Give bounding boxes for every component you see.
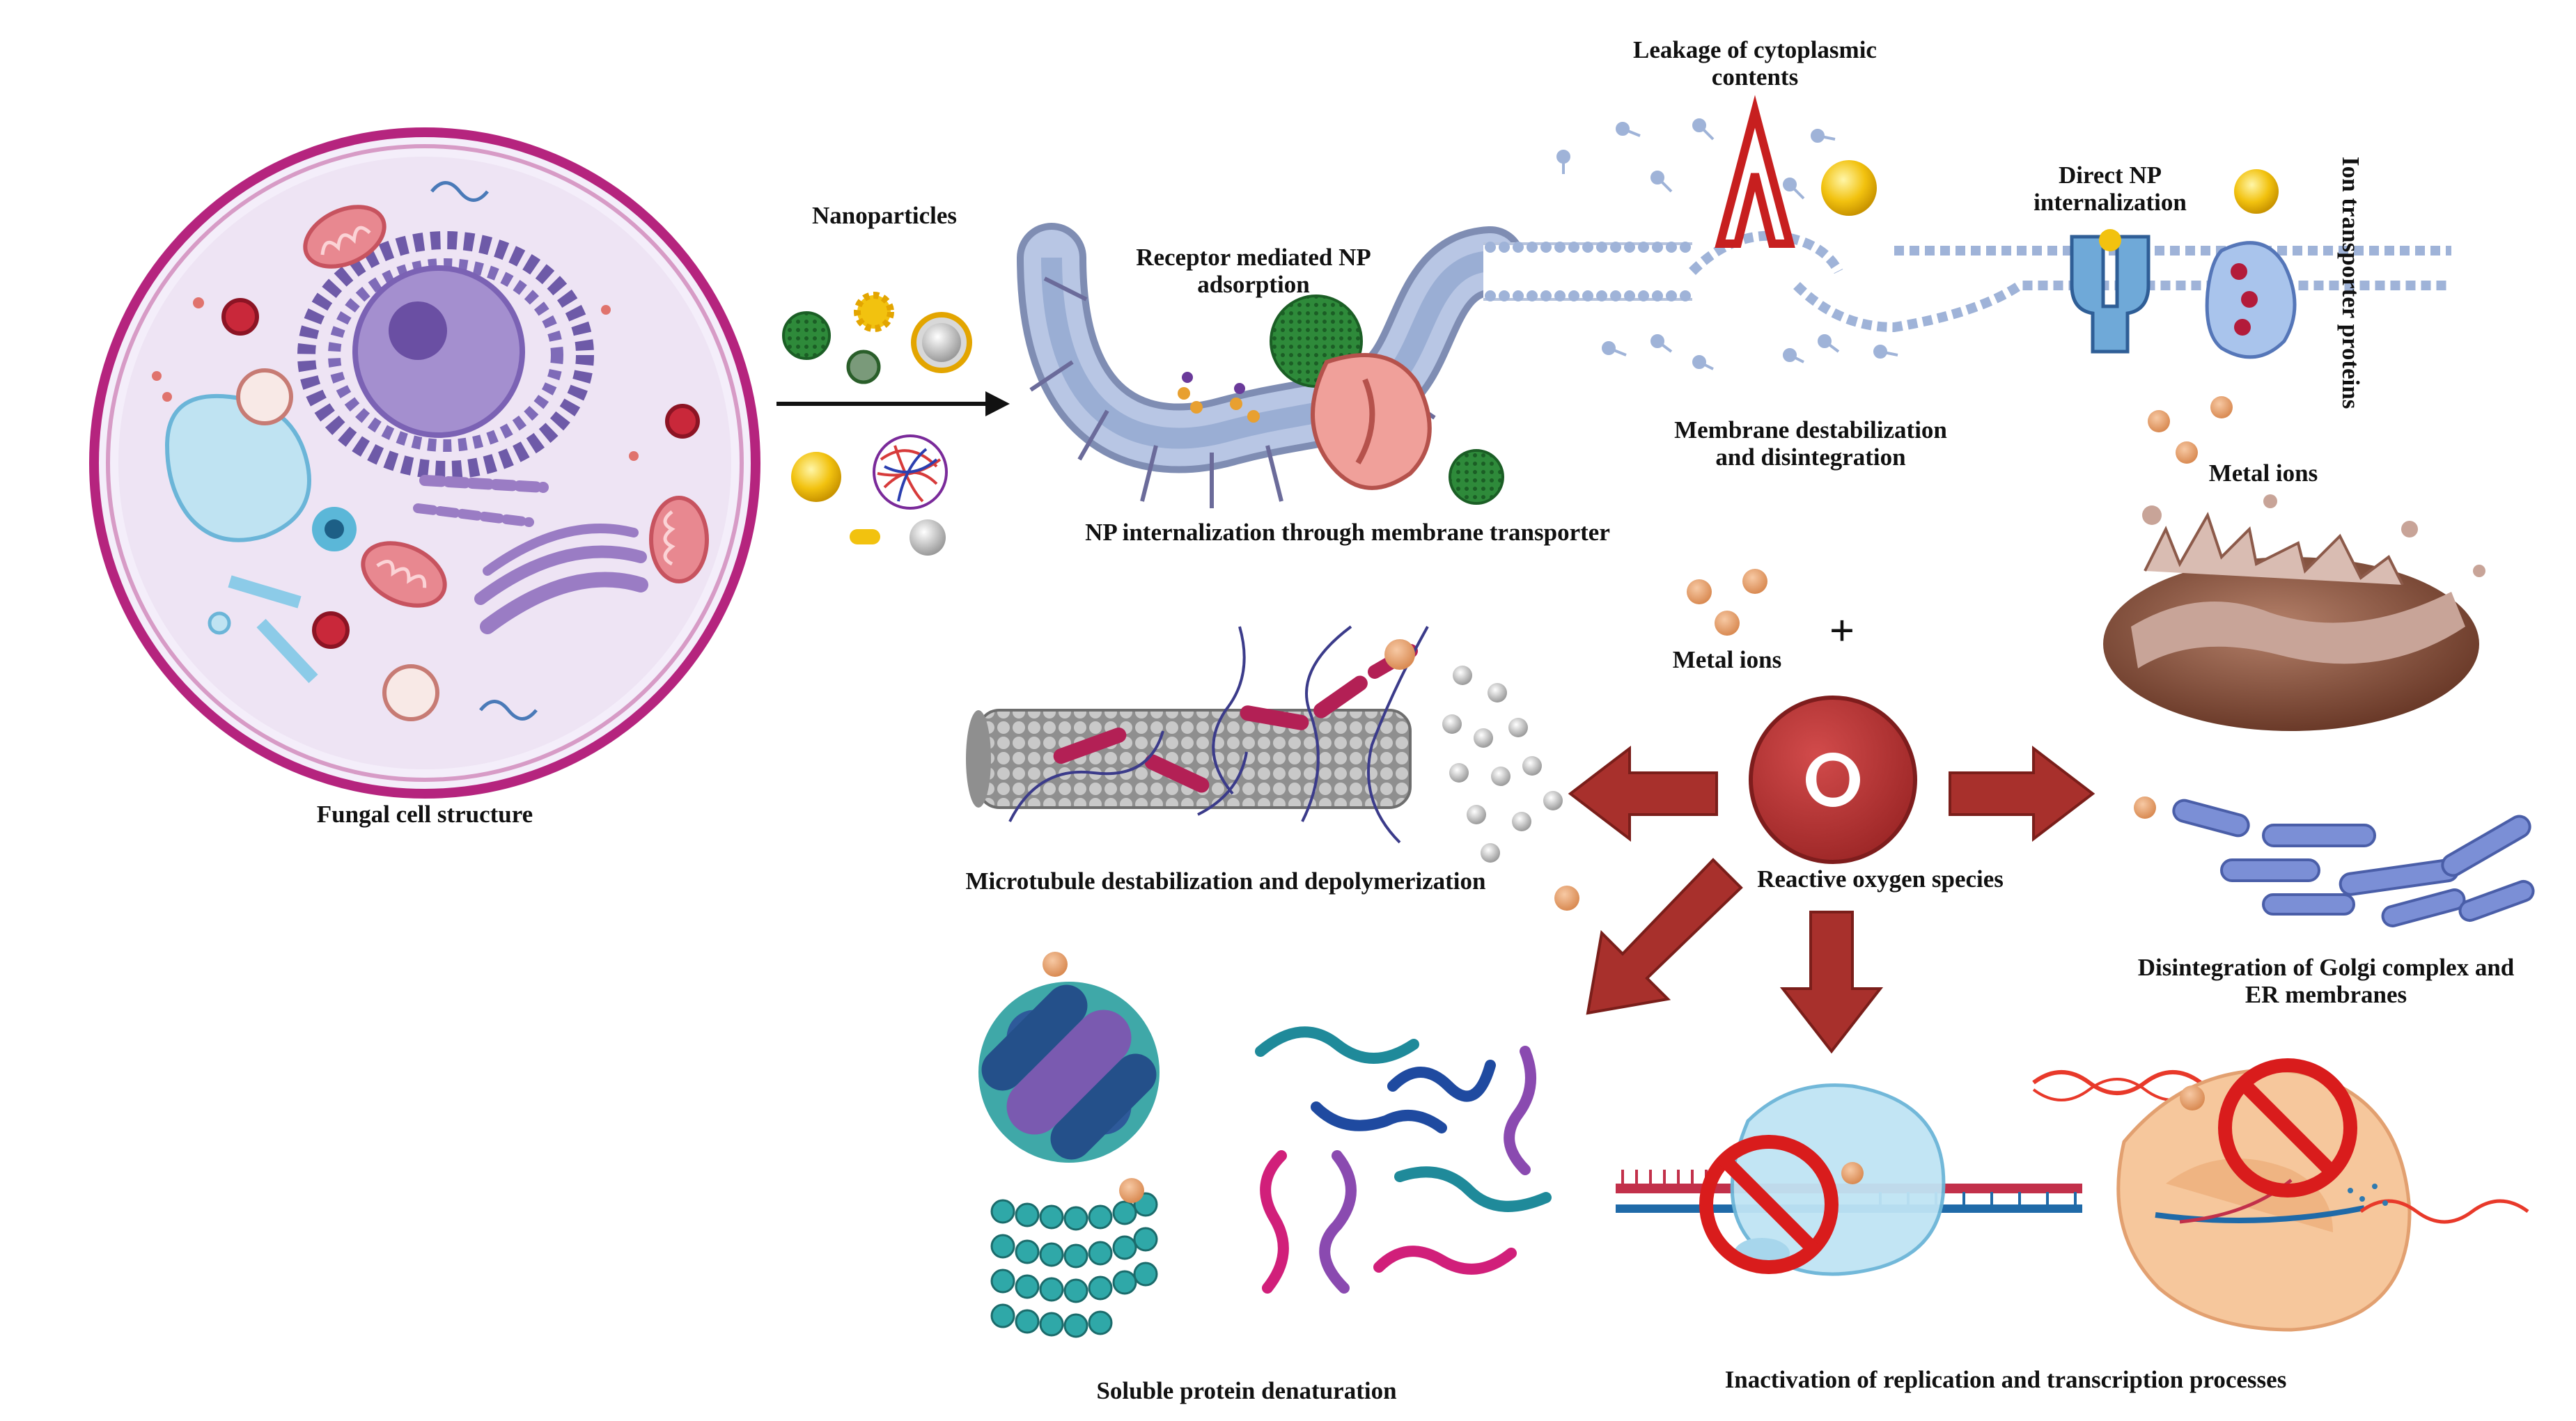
polymerase-icon (1730, 1083, 1946, 1276)
nanoparticle-icon (782, 292, 972, 556)
golgi-label-line1: Disintegration of Golgi complex and (2137, 954, 2515, 981)
cell-golgi-icon (413, 475, 648, 634)
prohibit-icon (1699, 1135, 1839, 1274)
prohibit-icon-2 (2218, 1058, 2357, 1198)
membrane-destabilization-label: Membrane destabilization and disintegrat… (1616, 416, 2006, 471)
arrow-left-icon (1568, 745, 1718, 842)
leakage-label-line1: Leakage of cytoplasmic (1633, 36, 1877, 63)
helix-protein-icon (990, 1192, 1158, 1338)
ros-symbol: O (1806, 742, 1859, 817)
centrosome-icon (312, 507, 357, 551)
microtubule-label: Microtubule destabilization and depolyme… (965, 867, 1486, 895)
nanoparticles-label: Nanoparticles (811, 202, 958, 229)
ribosome-icon (2032, 1058, 2529, 1332)
receptor-label-line1: Receptor mediated NP (1136, 244, 1371, 271)
ion-channel-icon (2070, 229, 2150, 354)
direct-np-label-line2: internalization (2034, 189, 2187, 217)
disrupted-membrane-icon (1483, 95, 2451, 464)
membrane-label-line2: and disintegration (1715, 443, 1906, 471)
arrow-right-icon (1949, 745, 2095, 842)
ros-arrows (1568, 745, 2095, 1054)
replication-label: Inactivation of replication and transcri… (1724, 1366, 2287, 1393)
vacuole-icon (164, 393, 311, 542)
mitochondria-damaged-icon (2103, 494, 2485, 731)
microtubule-icon (966, 625, 1563, 863)
ros-label: Reactive oxygen species (1757, 865, 2004, 893)
ion-transporter-icon (2205, 241, 2297, 359)
membrane-label-line1: Membrane destabilization (1674, 416, 1947, 443)
leakage-arrow-icon (1715, 95, 1795, 248)
leakage-label: Leakage of cytoplasmic contents (1560, 36, 1950, 91)
lipid-heads (1485, 242, 1691, 301)
direct-np-label-line1: Direct NP (2058, 162, 2162, 189)
arrow-down-icon (1779, 911, 1884, 1054)
golgi-icon (2134, 796, 2535, 927)
golgi-label-line2: ER membranes (2245, 981, 2407, 1009)
metal-ions-label-mid: Metal ions (1672, 646, 1782, 673)
cell-to-membrane-arrow (776, 391, 1010, 416)
arrow-diagonal-icon (1586, 858, 1743, 1015)
mitochondria-icon (303, 205, 709, 608)
ion-transporter-label: Ion transporter proteins (2337, 157, 2364, 409)
dna-icon (1616, 1083, 2082, 1276)
protein-denaturation-label: Soluble protein denaturation (1096, 1377, 1397, 1404)
direct-np-label: Direct NP internalization (1999, 162, 2222, 216)
nucleus-icon (297, 231, 594, 479)
plus-sign: + (1829, 606, 1855, 655)
leakage-label-line2: contents (1711, 63, 1799, 91)
fungal-cell-icon (89, 127, 760, 799)
receptor-label: Receptor mediated NP adsorption (1086, 244, 1421, 298)
receptor-label-line2: adsorption (1197, 271, 1310, 299)
metal-ions-label-top: Metal ions (2208, 460, 2318, 487)
np-transporter-label: NP internalization through membrane tran… (1085, 519, 1610, 546)
golgi-label: Disintegration of Golgi complex and ER m… (2089, 954, 2563, 1008)
protein-icon (978, 952, 1552, 1338)
membrane-icon (1017, 223, 1525, 508)
ros-icon (1687, 569, 1917, 864)
receptor-icon (1178, 372, 1260, 423)
fungal-cell-label: Fungal cell structure (316, 801, 533, 828)
